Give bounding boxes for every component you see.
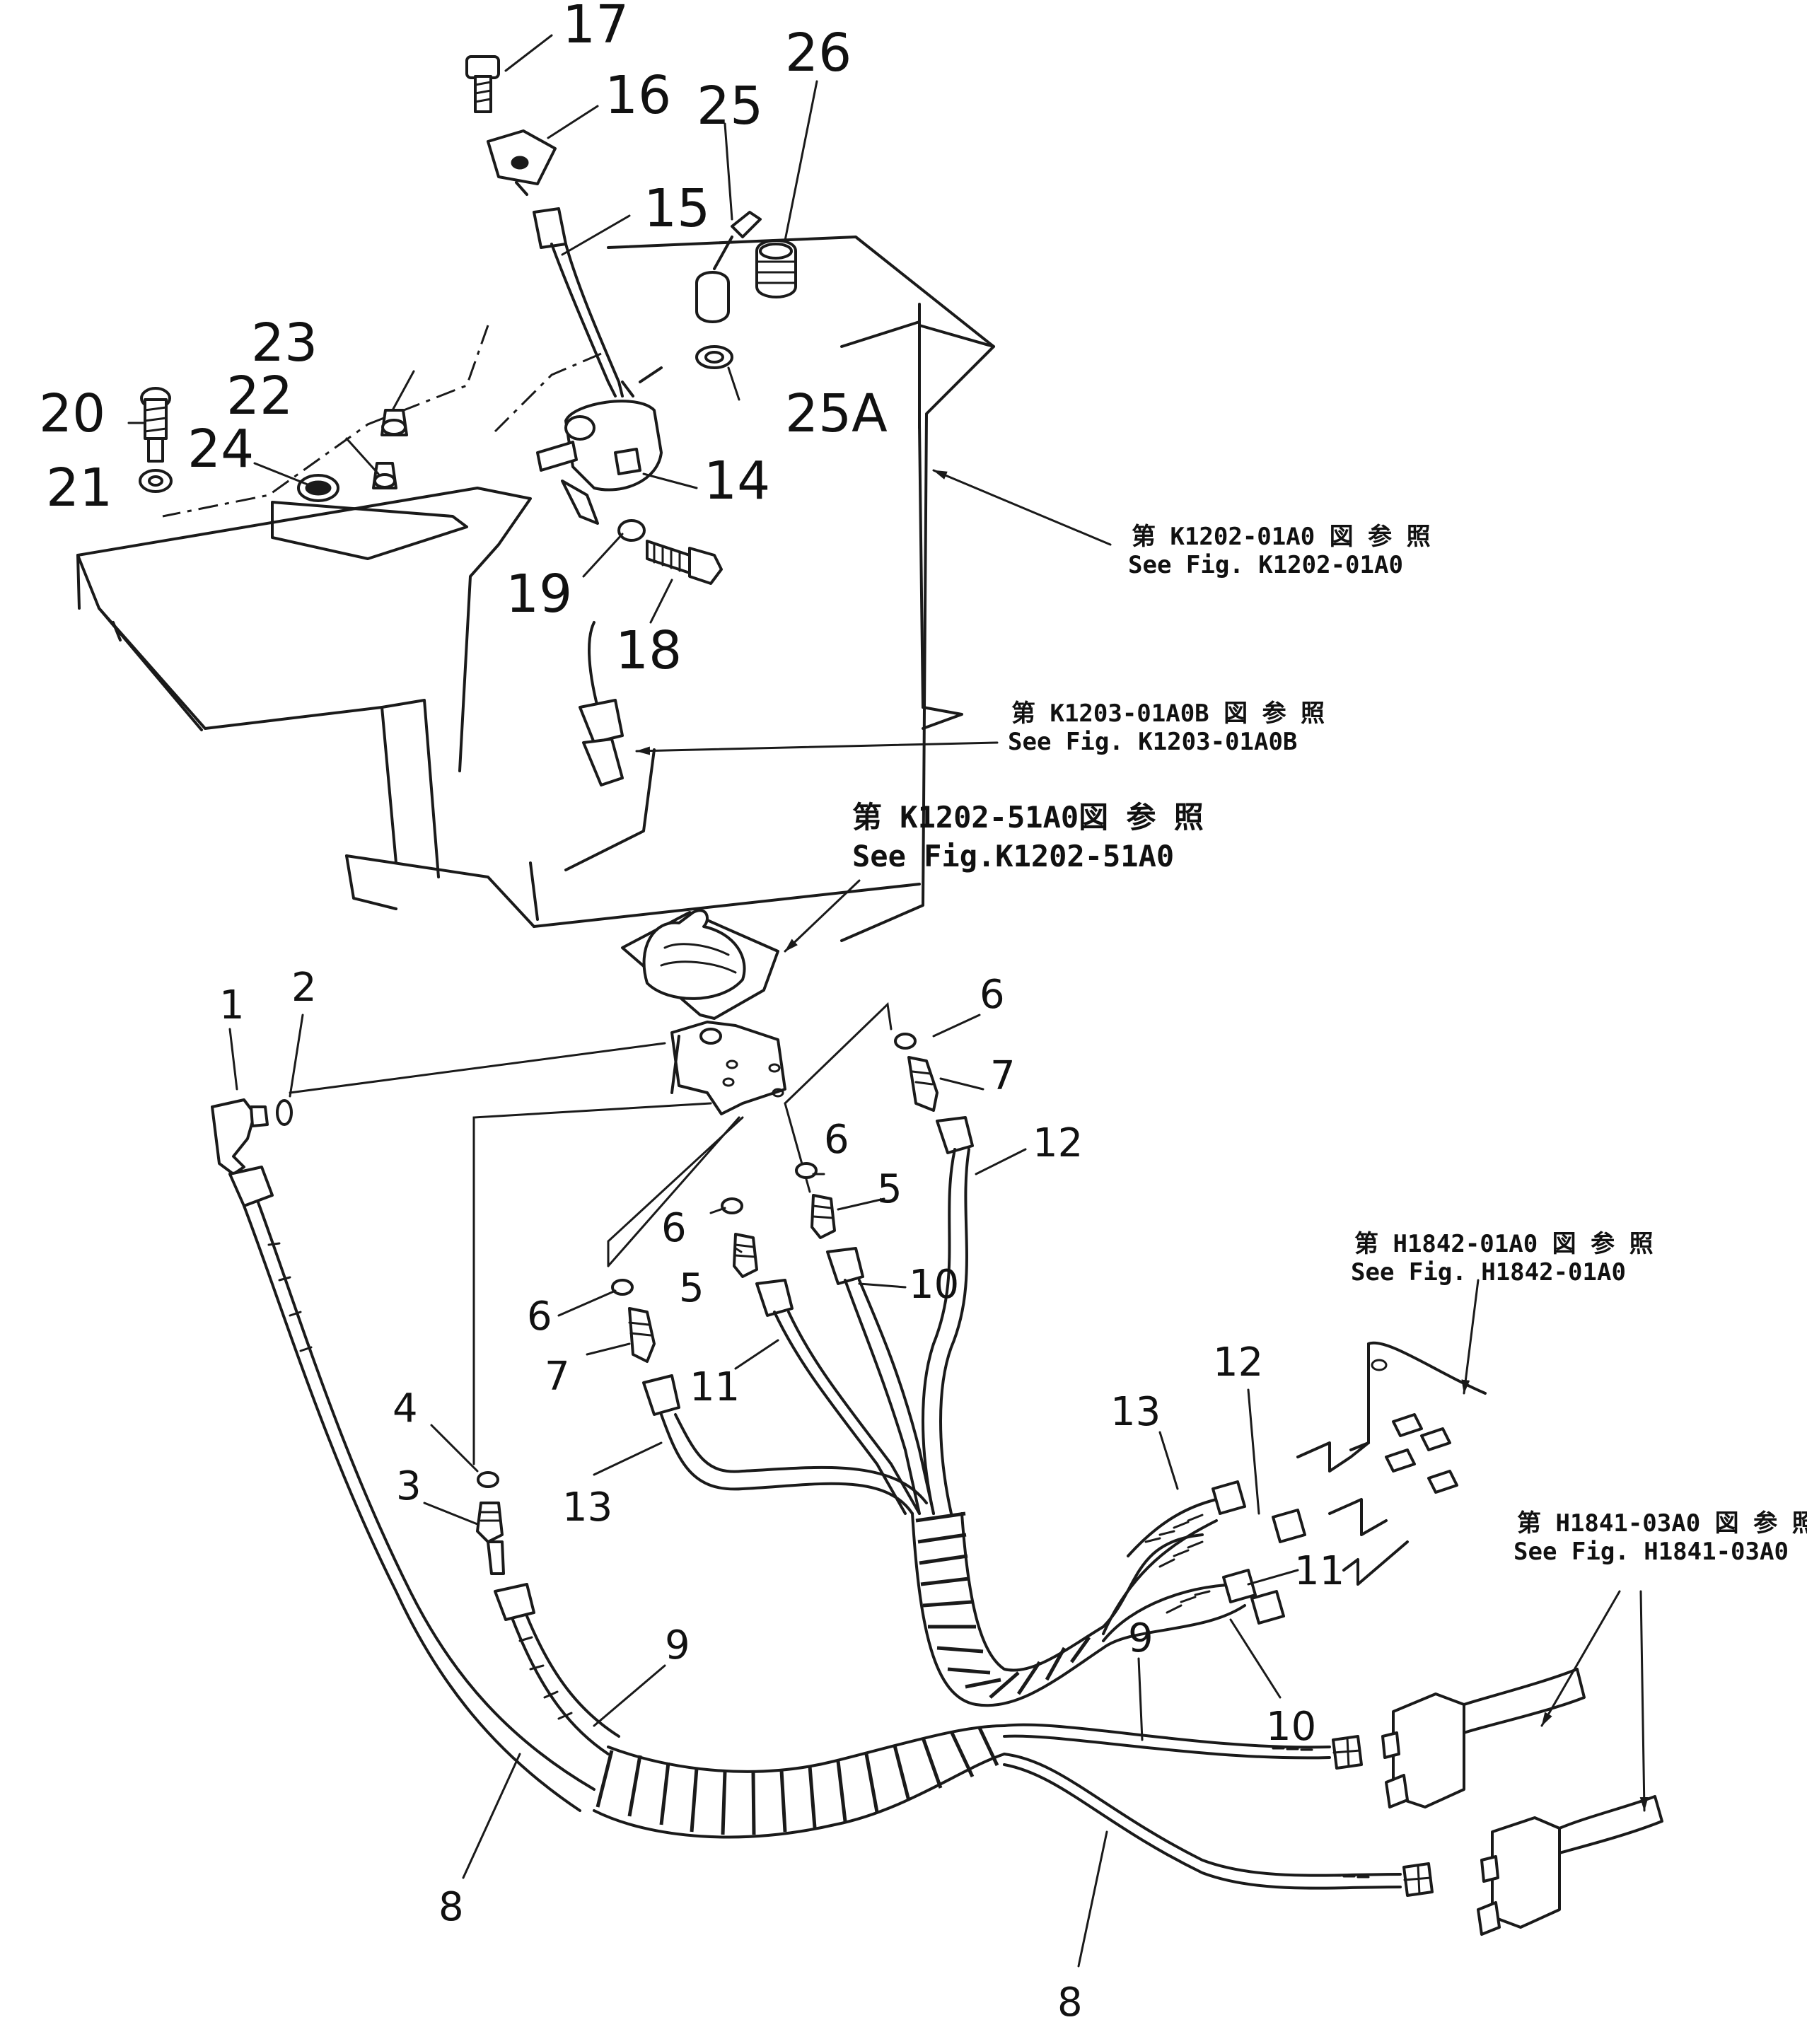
label-10-top: 10 bbox=[909, 1262, 959, 1308]
label-15: 15 bbox=[644, 178, 710, 239]
sensor-lead bbox=[579, 621, 624, 786]
ref-h1842-01a0-jp: 第 H1842-01A0 図 参 照 bbox=[1354, 1230, 1654, 1258]
label-leaders bbox=[127, 34, 1299, 1968]
label-14: 14 bbox=[704, 451, 770, 511]
ref-h1841-03a0-jp: 第 H1841-03A0 図 参 照 bbox=[1517, 1509, 1807, 1538]
port-leader-lines bbox=[289, 1001, 893, 1465]
label-18: 18 bbox=[615, 620, 682, 681]
label-12-right: 12 bbox=[1213, 1340, 1263, 1386]
oring-25a bbox=[695, 345, 733, 369]
label-13-left: 13 bbox=[562, 1485, 612, 1531]
clamp-16 bbox=[487, 129, 557, 196]
elbow-1 bbox=[211, 1098, 269, 1175]
label-23: 23 bbox=[251, 313, 318, 373]
plug-22 bbox=[372, 462, 397, 489]
oring-6-d bbox=[611, 1279, 634, 1296]
label-1: 1 bbox=[219, 982, 245, 1028]
ref-k1202-01a0-en: See Fig. K1202-01A0 bbox=[1128, 551, 1403, 579]
reference-notes: 第 K1202-01A0 図 参 照 See Fig. K1202-01A0 第… bbox=[852, 523, 1807, 1566]
ref-k1202-51a0-jp: 第 K1202-51A0図 参 照 bbox=[852, 800, 1204, 835]
label-22: 22 bbox=[226, 366, 293, 426]
fuel-tank bbox=[76, 325, 921, 928]
label-4: 4 bbox=[393, 1386, 418, 1432]
dipstick-15 bbox=[533, 207, 624, 397]
label-17: 17 bbox=[562, 0, 629, 55]
valve-block-h1841-lower bbox=[1477, 1795, 1663, 1936]
label-7-left: 7 bbox=[545, 1354, 570, 1400]
label-12-top: 12 bbox=[1033, 1120, 1083, 1166]
label-20: 20 bbox=[39, 383, 105, 444]
label-8-bottom: 8 bbox=[1057, 1980, 1083, 2026]
oring-2 bbox=[276, 1099, 293, 1126]
plug-23 bbox=[380, 409, 408, 436]
cap-26 bbox=[755, 239, 797, 298]
ref-k1202-01a0-jp: 第 K1202-01A0 図 参 照 bbox=[1132, 523, 1431, 551]
bolt-18 bbox=[646, 540, 723, 585]
label-9-left: 9 bbox=[665, 1622, 690, 1668]
adapter-3 bbox=[476, 1502, 505, 1575]
valve-14 bbox=[536, 366, 663, 525]
label-8-left: 8 bbox=[438, 1884, 464, 1930]
bolt-17 bbox=[465, 55, 500, 113]
label-10-bottom: 10 bbox=[1266, 1704, 1316, 1750]
oring-4 bbox=[477, 1471, 499, 1488]
label-13-right: 13 bbox=[1110, 1389, 1161, 1435]
label-3: 3 bbox=[396, 1463, 422, 1509]
label-11-top: 11 bbox=[690, 1364, 740, 1410]
adapter-5-a bbox=[810, 1194, 836, 1239]
label-25a: 25A bbox=[785, 383, 888, 444]
adapter-7-b bbox=[628, 1307, 656, 1363]
label-6-fourth: 6 bbox=[527, 1294, 552, 1340]
label-25: 25 bbox=[697, 76, 763, 137]
oring-6-c bbox=[721, 1197, 743, 1214]
oring-6-a bbox=[894, 1033, 917, 1050]
label-16: 16 bbox=[605, 65, 671, 126]
label-6-top: 6 bbox=[980, 972, 1005, 1018]
washer-21 bbox=[139, 469, 173, 493]
hydraulic-tank bbox=[564, 236, 995, 942]
cap-24 bbox=[297, 474, 339, 502]
adapter-5-b bbox=[733, 1233, 758, 1278]
ref-k1203-01a0b-en: See Fig. K1203-01A0B bbox=[1008, 728, 1297, 756]
adapter-7-a bbox=[907, 1056, 939, 1112]
label-21: 21 bbox=[46, 458, 112, 518]
hose-nuts-top bbox=[228, 1116, 974, 1621]
pilot-control-valve bbox=[621, 909, 786, 1115]
oring-6-b bbox=[795, 1162, 818, 1179]
ref-h1842-01a0-en: See Fig. H1842-01A0 bbox=[1351, 1258, 1626, 1287]
reference-arrows bbox=[635, 469, 1649, 1812]
part-number-labels: 17 16 26 25 15 23 22 20 24 21 25A 14 19 … bbox=[39, 0, 1344, 2026]
label-11-right: 11 bbox=[1294, 1548, 1344, 1594]
hose-bundle-lower bbox=[243, 1201, 1434, 1897]
bracket-h1842 bbox=[1296, 1341, 1487, 1586]
ref-h1841-03a0-en: See Fig. H1841-03A0 bbox=[1513, 1538, 1789, 1566]
label-6-second: 6 bbox=[824, 1117, 849, 1163]
label-24: 24 bbox=[187, 419, 254, 480]
bolt-20 bbox=[140, 387, 171, 463]
label-2: 2 bbox=[291, 965, 317, 1011]
ref-k1202-51a0-en: See Fig.K1202-51A0 bbox=[852, 839, 1174, 873]
ref-k1203-01a0b-jp: 第 K1203-01A0B 図 参 照 bbox=[1011, 699, 1325, 728]
label-26: 26 bbox=[785, 23, 852, 83]
oring-19 bbox=[617, 519, 646, 542]
label-7-top: 7 bbox=[990, 1053, 1016, 1099]
label-9-right: 9 bbox=[1128, 1615, 1154, 1661]
label-19: 19 bbox=[506, 564, 572, 625]
breather-key-25 bbox=[695, 211, 762, 323]
label-5-left: 5 bbox=[679, 1265, 704, 1311]
valve-block-h1841-upper bbox=[1381, 1668, 1586, 1808]
hose-bundle-center bbox=[660, 1148, 1306, 1707]
label-6-third: 6 bbox=[661, 1205, 687, 1251]
label-5-right: 5 bbox=[877, 1166, 902, 1212]
